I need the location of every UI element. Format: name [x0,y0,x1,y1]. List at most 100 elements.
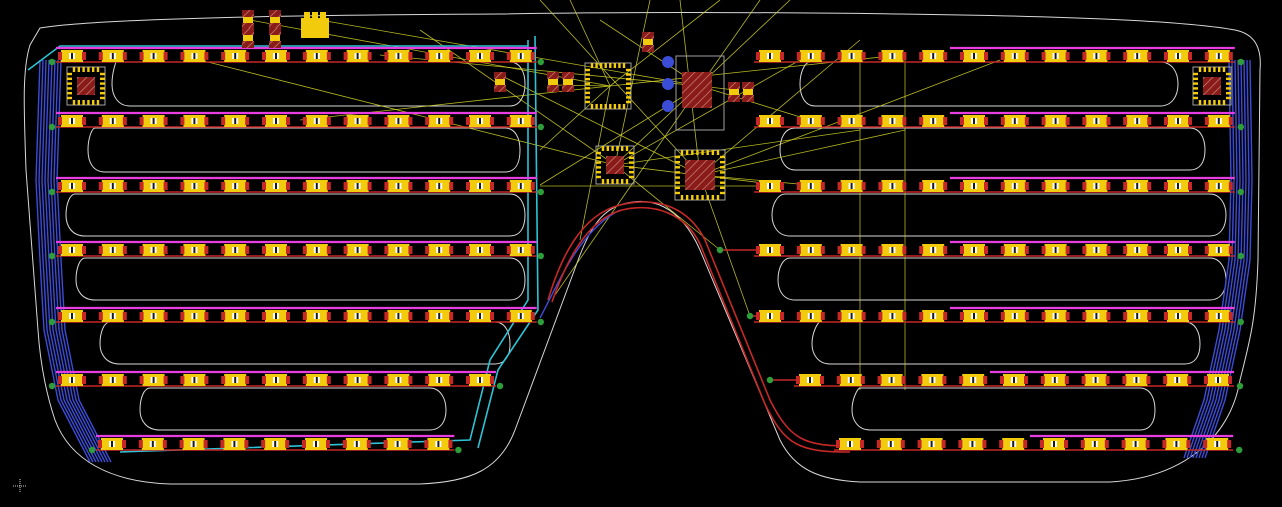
led-L5-8[interactable] [343,310,372,322]
led-R6-4[interactable] [918,374,947,386]
led-L7-3[interactable] [179,438,208,450]
led-L6-8[interactable] [343,374,372,386]
led-L1-2[interactable] [98,50,127,62]
led-R1-1[interactable] [756,50,784,62]
led-L4-10[interactable] [425,244,454,256]
led-R6-3[interactable] [877,374,906,386]
led-L3-8[interactable] [343,180,372,192]
led-R7-1[interactable] [836,438,864,450]
led-L1-4[interactable] [180,50,209,62]
led-L1-12[interactable] [506,50,535,62]
led-L2-5[interactable] [221,115,250,127]
led-R6-9[interactable] [1122,374,1151,386]
led-L4-7[interactable] [302,244,331,256]
led-L2-8[interactable] [343,115,372,127]
led-L5-1[interactable] [58,310,86,322]
led-R6-2[interactable] [836,374,865,386]
led-L5-9[interactable] [384,310,413,322]
led-R5-10[interactable] [1123,310,1152,322]
component-group[interactable] [66,10,1232,201]
qfn-package-icon[interactable] [595,145,635,185]
led-R5-5[interactable] [919,310,948,322]
led-R1-4[interactable] [878,50,907,62]
led-R1-2[interactable] [796,50,825,62]
led-R3-10[interactable] [1123,180,1152,192]
led-R7-5[interactable] [999,438,1028,450]
resistor-icon[interactable] [547,72,559,92]
led-R2-11[interactable] [1164,115,1192,127]
led-L4-9[interactable] [384,244,413,256]
led-L4-6[interactable] [262,244,290,256]
led-R4-1[interactable] [756,244,784,256]
led-R2-7[interactable] [1000,115,1029,127]
led-L6-6[interactable] [262,374,290,386]
resistor-icon[interactable] [242,10,254,30]
led-R6-1[interactable] [796,374,824,386]
led-R5-2[interactable] [796,310,825,322]
led-L2-2[interactable] [98,115,127,127]
led-R6-8[interactable] [1081,374,1110,386]
led-L1-3[interactable] [139,50,168,62]
resistor-icon[interactable] [562,72,574,92]
regulator-icon[interactable] [662,55,725,131]
led-R1-6[interactable] [960,50,988,62]
led-R6-10[interactable] [1163,374,1192,386]
led-L1-8[interactable] [343,50,372,62]
led-R1-12[interactable] [1204,50,1233,62]
led-R1-10[interactable] [1123,50,1152,62]
led-R2-5[interactable] [919,115,948,127]
led-R2-10[interactable] [1123,115,1152,127]
resistor-icon[interactable] [269,28,281,48]
led-L3-11[interactable] [466,180,494,192]
led-R4-4[interactable] [878,244,907,256]
led-L1-9[interactable] [384,50,413,62]
led-R5-1[interactable] [756,310,784,322]
led-R3-12[interactable] [1204,180,1233,192]
led-R2-9[interactable] [1082,115,1111,127]
led-R3-11[interactable] [1164,180,1192,192]
led-L5-5[interactable] [221,310,250,322]
led-L6-3[interactable] [139,374,168,386]
led-R7-2[interactable] [876,438,905,450]
led-R2-1[interactable] [756,115,784,127]
led-R7-7[interactable] [1080,438,1109,450]
led-R3-5[interactable] [919,180,948,192]
led-R3-1[interactable] [756,180,784,192]
led-R1-3[interactable] [837,50,866,62]
led-R4-7[interactable] [1000,244,1029,256]
led-R6-6[interactable] [1000,374,1028,386]
led-L3-1[interactable] [58,180,86,192]
led-L3-3[interactable] [139,180,168,192]
led-L2-3[interactable] [139,115,168,127]
led-L6-2[interactable] [98,374,127,386]
led-R4-11[interactable] [1164,244,1192,256]
led-R2-4[interactable] [878,115,907,127]
led-L1-6[interactable] [262,50,290,62]
led-L2-7[interactable] [302,115,331,127]
led-R3-2[interactable] [796,180,825,192]
led-R7-8[interactable] [1121,438,1150,450]
led-R7-10[interactable] [1203,438,1232,450]
led-L4-11[interactable] [466,244,494,256]
led-L3-4[interactable] [180,180,209,192]
led-matrix[interactable] [58,50,1233,450]
qfn-package-icon[interactable] [584,62,632,110]
led-R2-3[interactable] [837,115,866,127]
led-R7-3[interactable] [917,438,946,450]
led-L3-12[interactable] [506,180,535,192]
led-L3-5[interactable] [221,180,250,192]
led-L3-9[interactable] [384,180,413,192]
led-R3-4[interactable] [878,180,907,192]
led-R5-3[interactable] [837,310,866,322]
resistor-icon[interactable] [242,28,254,48]
led-L3-7[interactable] [302,180,331,192]
led-L3-2[interactable] [98,180,127,192]
led-R3-6[interactable] [960,180,988,192]
led-R1-11[interactable] [1164,50,1192,62]
led-L7-6[interactable] [302,438,330,450]
led-L4-4[interactable] [180,244,209,256]
led-L3-6[interactable] [262,180,290,192]
led-L5-10[interactable] [425,310,454,322]
led-L1-5[interactable] [221,50,250,62]
